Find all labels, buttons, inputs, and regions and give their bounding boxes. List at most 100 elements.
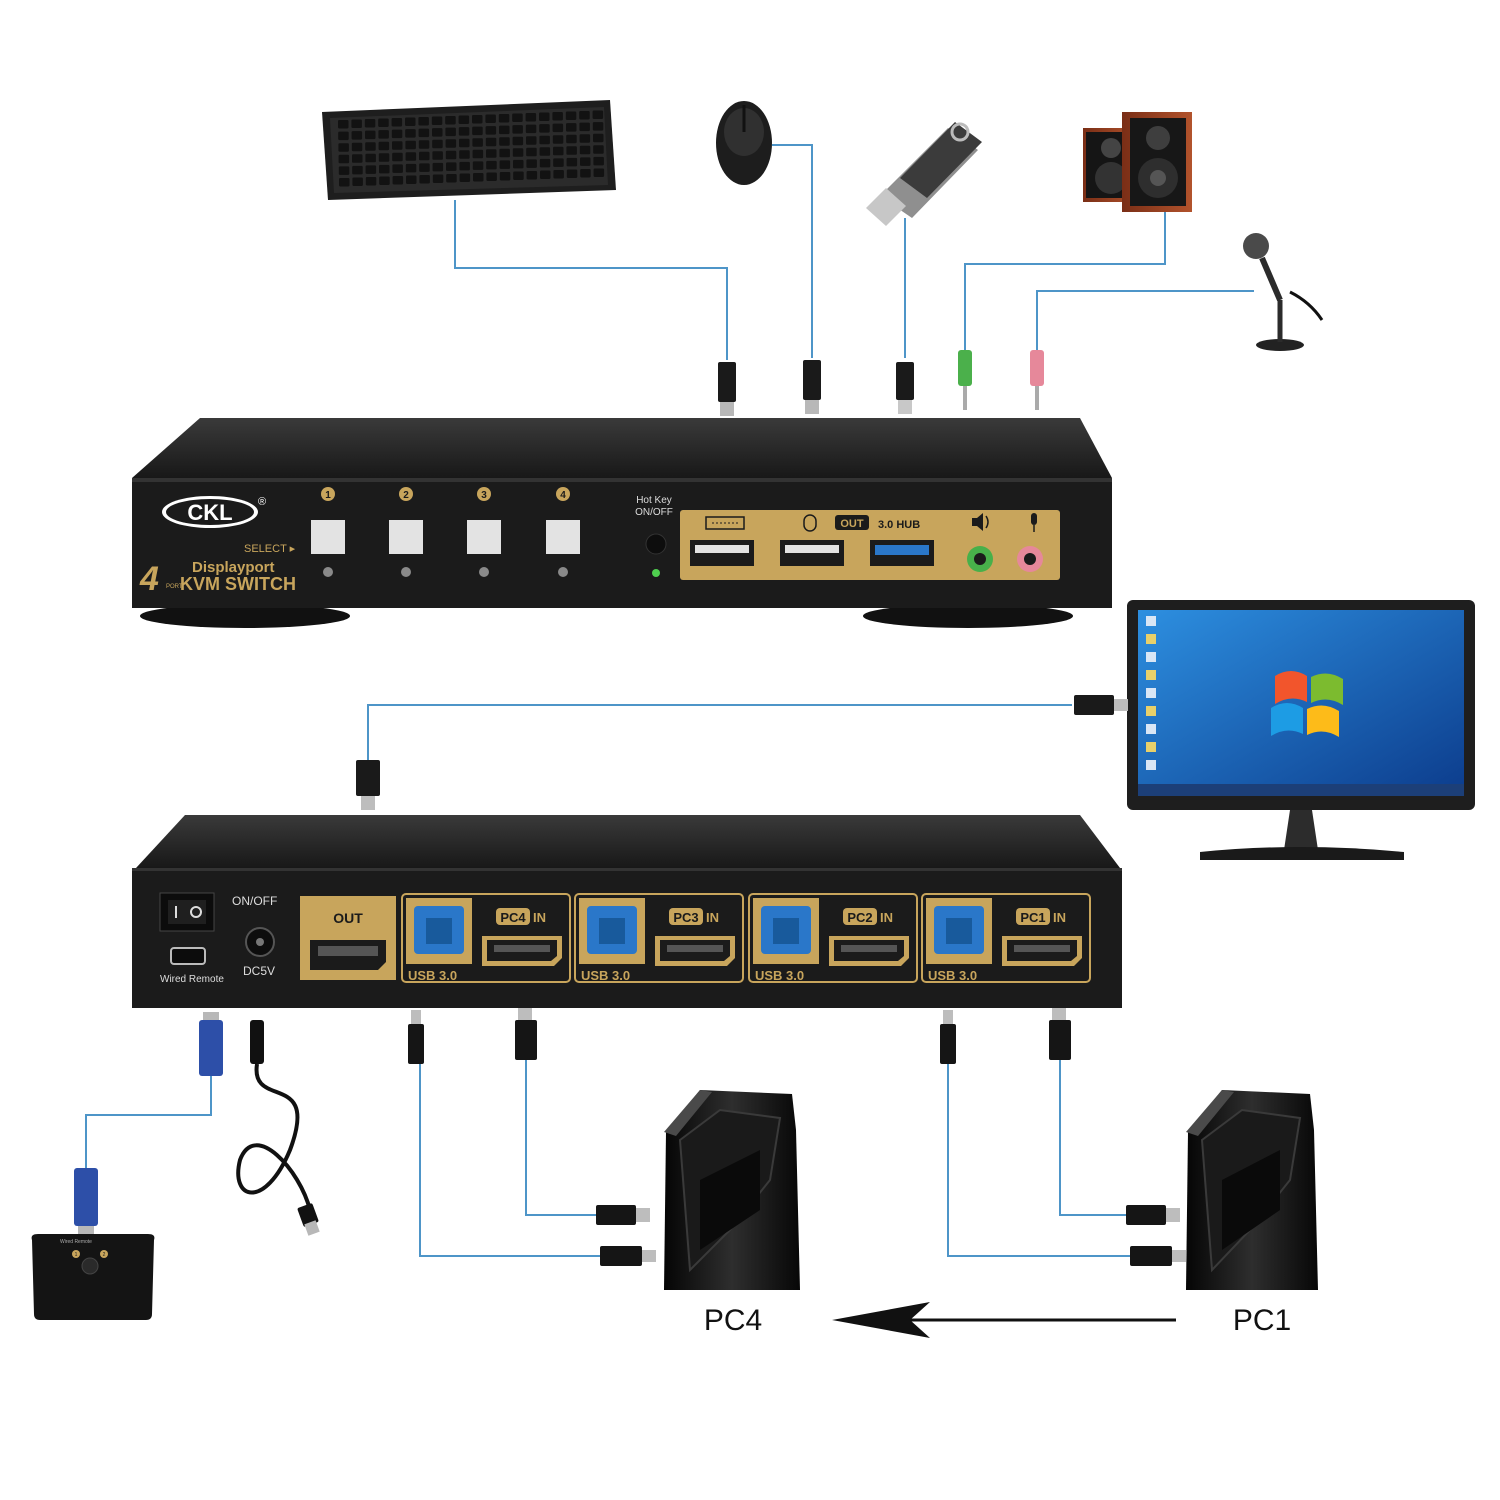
speaker-port-icon xyxy=(972,513,989,531)
port-select-button-1[interactable]: 1 xyxy=(311,487,345,577)
keycap xyxy=(539,135,550,145)
svg-text:2: 2 xyxy=(403,490,409,501)
pc4-label: PC4 xyxy=(704,1304,762,1337)
keycap xyxy=(445,139,457,148)
desktop-icon xyxy=(1146,652,1156,662)
keycap xyxy=(378,118,389,127)
audio-plug-green xyxy=(958,350,972,410)
keycap xyxy=(553,170,564,179)
keycap xyxy=(526,159,537,168)
desktop-icons xyxy=(1146,616,1156,770)
keycap xyxy=(378,130,389,139)
keycap xyxy=(445,150,457,160)
desktop-icon xyxy=(1146,634,1156,644)
keycap xyxy=(553,158,564,167)
keycap xyxy=(552,112,563,121)
keycap xyxy=(526,147,537,157)
pc-badge-text: PC1 xyxy=(1020,910,1045,925)
keycap xyxy=(592,122,604,131)
keycap xyxy=(432,128,443,137)
usb-label: USB 3.0 xyxy=(581,968,630,983)
svg-text:1: 1 xyxy=(325,490,331,501)
usb-label: USB 3.0 xyxy=(928,968,977,983)
remote-switch-button[interactable] xyxy=(81,1257,99,1275)
keycap xyxy=(365,177,377,186)
keycap xyxy=(499,160,511,169)
keycap xyxy=(364,119,376,128)
usb3-hub-port[interactable] xyxy=(870,540,934,566)
wired-remote[interactable]: Wired Remote 1 2 xyxy=(31,1234,155,1320)
keycap xyxy=(418,117,429,126)
keycap xyxy=(418,128,430,138)
keycap xyxy=(565,111,577,120)
keycap xyxy=(580,157,591,166)
pc1-cables xyxy=(940,1008,1186,1266)
keycap xyxy=(579,134,591,143)
usb3-b-port[interactable] xyxy=(926,898,992,964)
keycap xyxy=(432,151,443,160)
usb-port-mouse[interactable] xyxy=(780,540,844,566)
displayport-out[interactable] xyxy=(310,940,386,970)
keycap xyxy=(552,135,564,144)
model-port-label: PORT xyxy=(166,584,183,590)
keycap xyxy=(351,119,362,128)
keycap xyxy=(392,152,403,162)
usb-port-keyboard[interactable] xyxy=(690,540,754,566)
svg-text:®: ® xyxy=(258,496,266,508)
ckl-logo: CKL ® xyxy=(162,496,266,528)
remote-indicator-1: 1 xyxy=(75,1252,78,1258)
wired-remote-port[interactable] xyxy=(170,947,206,965)
keycap xyxy=(566,146,577,155)
microphone-icon xyxy=(1243,233,1324,351)
keycap xyxy=(525,113,537,122)
displayport-in[interactable] xyxy=(829,936,909,966)
hotkey-button[interactable] xyxy=(645,533,667,577)
keycap xyxy=(472,138,483,147)
keyboard-port-icon xyxy=(705,516,745,530)
usb-label: USB 3.0 xyxy=(408,968,457,983)
port-select-button-2[interactable]: 2 xyxy=(389,487,423,577)
pc4-tower-icon xyxy=(664,1090,800,1290)
keycap xyxy=(579,145,591,155)
out-badge-text: OUT xyxy=(840,518,864,530)
keycap xyxy=(431,116,443,125)
remote-cable xyxy=(74,1012,223,1236)
displayport-in[interactable] xyxy=(655,936,735,966)
keycap xyxy=(539,124,550,133)
keycap xyxy=(352,154,363,163)
speakers-icon xyxy=(1083,112,1192,212)
keycap xyxy=(352,165,363,175)
audio-out-jack[interactable] xyxy=(967,546,993,572)
keycap xyxy=(566,157,578,167)
model-line2: KVM SWITCH xyxy=(180,574,296,594)
usb3-b-port[interactable] xyxy=(753,898,819,964)
displayport-in[interactable] xyxy=(1002,936,1082,966)
port-select-button-3[interactable]: 3 xyxy=(467,487,501,577)
keycap xyxy=(539,147,551,156)
usb-plug-flash xyxy=(896,362,914,414)
port-select-button-4[interactable]: 4 xyxy=(546,487,580,577)
keycap xyxy=(459,161,470,171)
keycap xyxy=(472,126,483,136)
power-switch[interactable] xyxy=(159,892,215,932)
usb3-b-port[interactable] xyxy=(579,898,645,964)
model-numeral: 4 xyxy=(139,560,159,598)
on-off-label: ON/OFF xyxy=(232,894,277,908)
keycap xyxy=(365,153,376,163)
keycap xyxy=(339,178,350,187)
keycap xyxy=(579,122,590,132)
mic-in-jack[interactable] xyxy=(1017,546,1043,572)
dc-power-jack[interactable] xyxy=(245,927,275,957)
usb3-b-port[interactable] xyxy=(406,898,472,964)
keycap xyxy=(553,146,564,156)
desktop-icon xyxy=(1146,670,1156,680)
keycap xyxy=(472,115,483,124)
keycap xyxy=(579,111,590,120)
usb-flash-drive-icon xyxy=(866,122,982,226)
displayport-in[interactable] xyxy=(482,936,562,966)
kvm-front-view: CKL ® SELECT ▸ 4 PORT Displayport KVM SW… xyxy=(132,418,1112,628)
